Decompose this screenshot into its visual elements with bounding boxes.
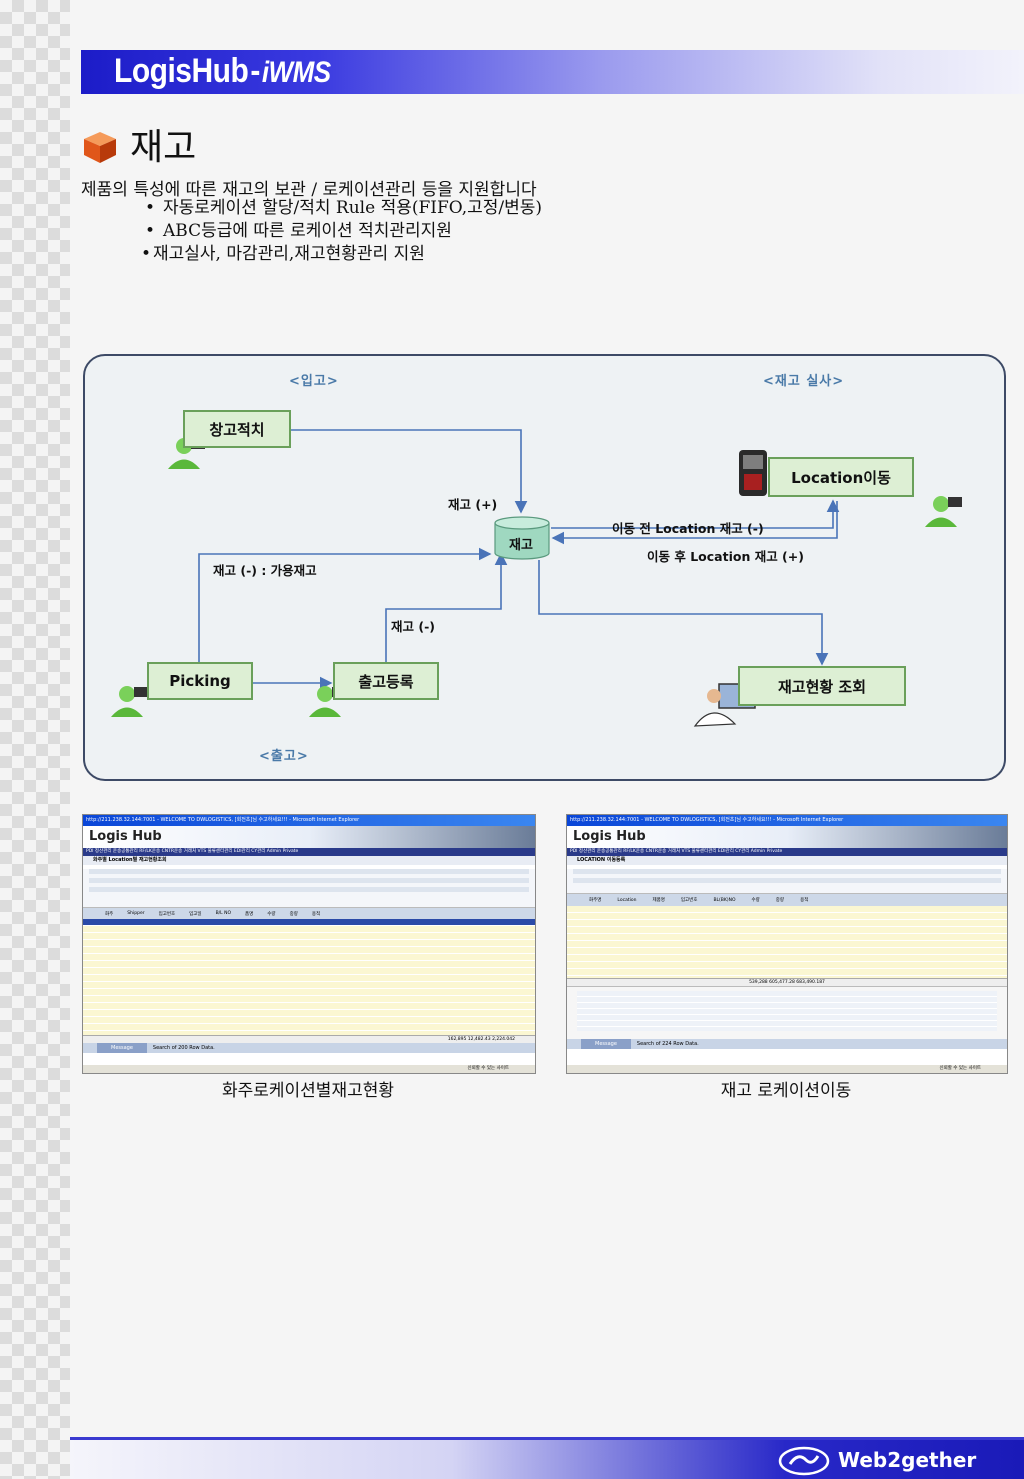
grid-column: 화주 [105,911,114,917]
user-icon [111,686,148,717]
grid-column: 입고번호 [158,911,176,917]
browser-status-bar: 신뢰할 수 있는 사이트 [83,1065,535,1073]
app-header: Logis Hub [83,826,535,848]
app-menu: PDI 정산관리 운송공통관리 RF/LK운송 CNTR운송 거래처 VTS 물… [567,848,1007,856]
grid-header: 화주명 Location 제품명 입고번호 BL(BK)NO 수량 중량 용적 [567,894,1007,906]
box-inventory-inquiry: 재고현황 조회 [738,666,906,706]
header-brand: LogisHub-iWMS [114,52,331,91]
search-form [83,869,535,908]
grid-column: 수량 [751,898,760,903]
stage-label-outbound: <출고> [259,749,309,764]
grid-column: Location [617,897,637,903]
box-shipment-register: 출고등록 [333,662,439,700]
screen-title: 화주별 Location별 재고현황조회 [83,856,535,865]
grid-column: BL(BK)NO [713,897,736,903]
cube-icon [84,132,116,163]
brand-name: LogisHub [114,52,249,90]
data-grid[interactable] [567,906,1007,979]
flow-stock-minus: 재고 (-) [391,619,435,634]
browser-titlebar: http://211.238.32.144:7001 - WELCOME TO … [567,815,1007,826]
box-location-move: Location이동 [768,457,914,497]
screenshot-inventory-by-location: http://211.238.32.144:7001 - WELCOME TO … [82,814,536,1074]
message-bar: Message Search of 200 Row Data. [83,1043,535,1053]
inventory-label: 재고 [509,538,533,553]
feature-text: ABC등급에 따른 로케이션 적치관리지원 [163,221,452,241]
feature-item: •ABC등급에 따른 로케이션 적치관리지원 [145,221,452,241]
grid-total-row: 162,895 12,482.43 2,224.042 [83,1036,535,1043]
app-logo: Logis Hub [573,829,646,844]
grid-column: 용적 [800,898,809,903]
footer-divider [70,1437,1024,1440]
stage-label-inbound: <입고> [289,374,339,389]
section-title: 재고 [130,127,197,168]
box-putaway: 창고적치 [183,410,291,448]
flow-before-move: 이동 전 Location 재고 (-) [612,521,764,536]
grid-column: 품명 [245,911,254,917]
grid-header: 화주 Shipper 입고번호 입고일 B/L NO 품명 수량 중량 용적 [83,908,535,919]
checker-margin [0,0,70,1479]
flow-after-move: 이동 후 Location 재고 (+) [647,549,804,564]
grid-column: Shipper [127,911,145,916]
grid-column: 제품명 [652,898,665,903]
grid-column: 화주명 [589,898,602,903]
footer-brand: Web2gether [838,1448,977,1472]
screenshot-location-move: http://211.238.32.144:7001 - WELCOME TO … [566,814,1008,1074]
grid-column: 입고번호 [680,898,698,903]
message-text: Search of 224 Row Data. [636,1041,699,1047]
feature-item: •자동로케이션 할당/적치 Rule 적용(FIFO,고정/변동) [145,198,543,218]
message-text: Search of 200 Row Data. [152,1045,215,1051]
screen-title: LOCATION 이동등록 [567,856,1007,865]
web2gether-logo-icon [778,1446,830,1476]
message-bar: Message Search of 224 Row Data. [567,1039,1007,1049]
feature-list: •자동로케이션 할당/적치 Rule 적용(FIFO,고정/변동) •ABC등급… [141,197,543,266]
browser-status-bar: 신뢰할 수 있는 사이트 [567,1065,1007,1073]
grid-column: 용적 [311,911,321,917]
flow-available-minus: 재고 (-) : 가용재고 [213,563,317,578]
move-detail-form [567,986,1007,1039]
brand-product: iWMS [261,54,331,89]
app-menu: PDI 정산관리 운송공통관리 RF/LK운송 CNTR운송 거래처 VTS 물… [83,848,535,856]
screenshot-caption: 재고 로케이션이동 [720,1081,852,1101]
stage-label-stocktake: <재고 실사> [763,374,845,389]
brand-separator: - [250,52,260,90]
screenshot-caption: 화주로케이션별재고현황 [221,1081,395,1101]
message-label: Message [97,1043,147,1053]
grid-total-row: 539,288 605,477.28 683,490.187 [567,979,1007,986]
browser-titlebar: http://211.238.32.144:7001 - WELCOME TO … [83,815,535,826]
section-intro: 제품의 특성에 따른 재고의 보관 / 로케이션관리 등을 지원합니다 [81,180,537,200]
grid-column: 입고일 [189,911,202,917]
app-header: Logis Hub [567,826,1007,848]
message-label: Message [581,1039,631,1049]
inventory-cylinder [494,516,550,560]
box-picking: Picking [147,662,253,700]
grid-column: B/L NO [215,911,232,916]
app-logo: Logis Hub [89,829,162,844]
feature-item: •재고실사, 마감관리,재고현황관리 지원 [141,244,425,264]
user-icon [925,496,962,527]
search-form [567,869,1007,894]
inventory-flow-diagram: <입고> <재고 실사> <출고> 창고적치 Location이동 Pickin… [83,354,1006,781]
feature-text: 자동로케이션 할당/적치 Rule 적용(FIFO,고정/변동) [163,198,543,218]
flow-stock-plus: 재고 (+) [448,497,498,512]
handheld-terminal-icon [739,450,767,496]
data-grid[interactable] [83,919,535,1036]
grid-column: 중량 [775,898,785,903]
feature-text: 재고실사, 마감관리,재고현황관리 지원 [153,244,425,264]
grid-column: 수량 [267,911,276,917]
grid-column: 중량 [289,911,298,917]
header-bar [81,50,1024,94]
footer-bar [70,1437,1024,1479]
